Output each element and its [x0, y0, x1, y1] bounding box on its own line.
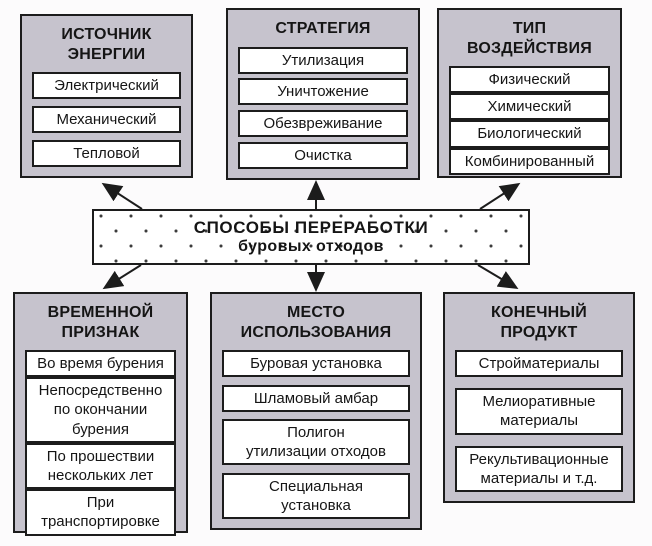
center-box: СПОСОБЫ ПЕРЕРАБОТКИ буровых отходов — [92, 209, 530, 265]
arrow-center-to-impact-type — [479, 182, 521, 210]
item-waste-landfill: Полигон утилизации отходов — [222, 418, 410, 466]
item-mechanical: Механический — [32, 105, 181, 134]
item-utilization: Утилизация — [238, 46, 408, 74]
center-title-line2: буровых отходов — [238, 237, 384, 255]
group-time-attribute: ВРЕМЕННОЙ ПРИЗНАК Во время бурения Непос… — [13, 292, 188, 536]
item-recultivation-materials: Рекультивационные материалы и т.д. — [455, 445, 623, 492]
group-final-product-title: КОНЕЧНЫЙ ПРОДУКТ — [491, 304, 587, 341]
center-title-line1: СПОСОБЫ ПЕРЕРАБОТКИ — [193, 218, 429, 238]
group-energy-source-title: ИСТОЧНИК ЭНЕРГИИ — [61, 26, 152, 63]
item-thermal: Тепловой — [32, 139, 181, 167]
item-melioration-materials: Мелиоративные материалы — [455, 388, 623, 435]
group-time-attribute-items: Во время бурения Непосредственно по окон… — [25, 350, 176, 536]
item-electric: Электрический — [32, 72, 181, 100]
group-impact-type-title: ТИП ВОЗДЕЙСТВИЯ — [467, 20, 592, 57]
item-special-installation: Специальная установка — [222, 472, 410, 519]
group-strategy: СТРАТЕГИЯ Утилизация Уничтожение Обезвре… — [226, 8, 420, 180]
group-strategy-items: Утилизация Уничтожение Обезвреживание Оч… — [238, 46, 408, 169]
item-chemical: Химический — [449, 93, 610, 121]
arrow-center-to-final-product — [477, 264, 519, 290]
group-energy-source-items: Электрический Механический Тепловой — [32, 72, 181, 167]
arrow-center-to-energy-source — [101, 182, 143, 210]
group-final-product-items: Стройматериалы Мелиоративные материалы Р… — [455, 350, 623, 492]
item-destruction: Уничтожение — [238, 78, 408, 106]
item-building-materials: Стройматериалы — [455, 350, 623, 378]
group-strategy-title: СТРАТЕГИЯ — [275, 20, 371, 37]
item-combined: Комбинированный — [449, 147, 610, 175]
item-physical: Физический — [449, 66, 610, 94]
group-impact-type-items: Физический Химический Биологический Комб… — [449, 66, 610, 175]
item-neutralization: Обезвреживание — [238, 110, 408, 138]
item-right-after-drilling: Непосредственно по окончании бурения — [25, 377, 176, 443]
item-during-transport: При транспортировке — [25, 489, 176, 536]
group-usage-place-items: Буровая установка Шламовый амбар Полигон… — [222, 350, 410, 519]
item-biological: Биологический — [449, 120, 610, 148]
group-impact-type: ТИП ВОЗДЕЙСТВИЯ Физический Химический Би… — [437, 8, 622, 178]
item-sludge-pit: Шламовый амбар — [222, 384, 410, 412]
item-during-drilling: Во время бурения — [25, 350, 176, 378]
group-energy-source: ИСТОЧНИК ЭНЕРГИИ Электрический Механичес… — [20, 14, 193, 178]
item-drilling-rig: Буровая установка — [222, 350, 410, 378]
arrow-center-to-time-attribute — [102, 264, 142, 290]
item-cleaning: Очистка — [238, 141, 408, 169]
group-time-attribute-title: ВРЕМЕННОЙ ПРИЗНАК — [47, 304, 154, 341]
item-after-several-years: По прошествии нескольких лет — [25, 442, 176, 490]
group-usage-place-title: МЕСТО ИСПОЛЬЗОВАНИЯ — [240, 304, 392, 341]
group-usage-place: МЕСТО ИСПОЛЬЗОВАНИЯ Буровая установка Шл… — [210, 292, 422, 530]
group-final-product: КОНЕЧНЫЙ ПРОДУКТ Стройматериалы Мелиорат… — [443, 292, 635, 503]
